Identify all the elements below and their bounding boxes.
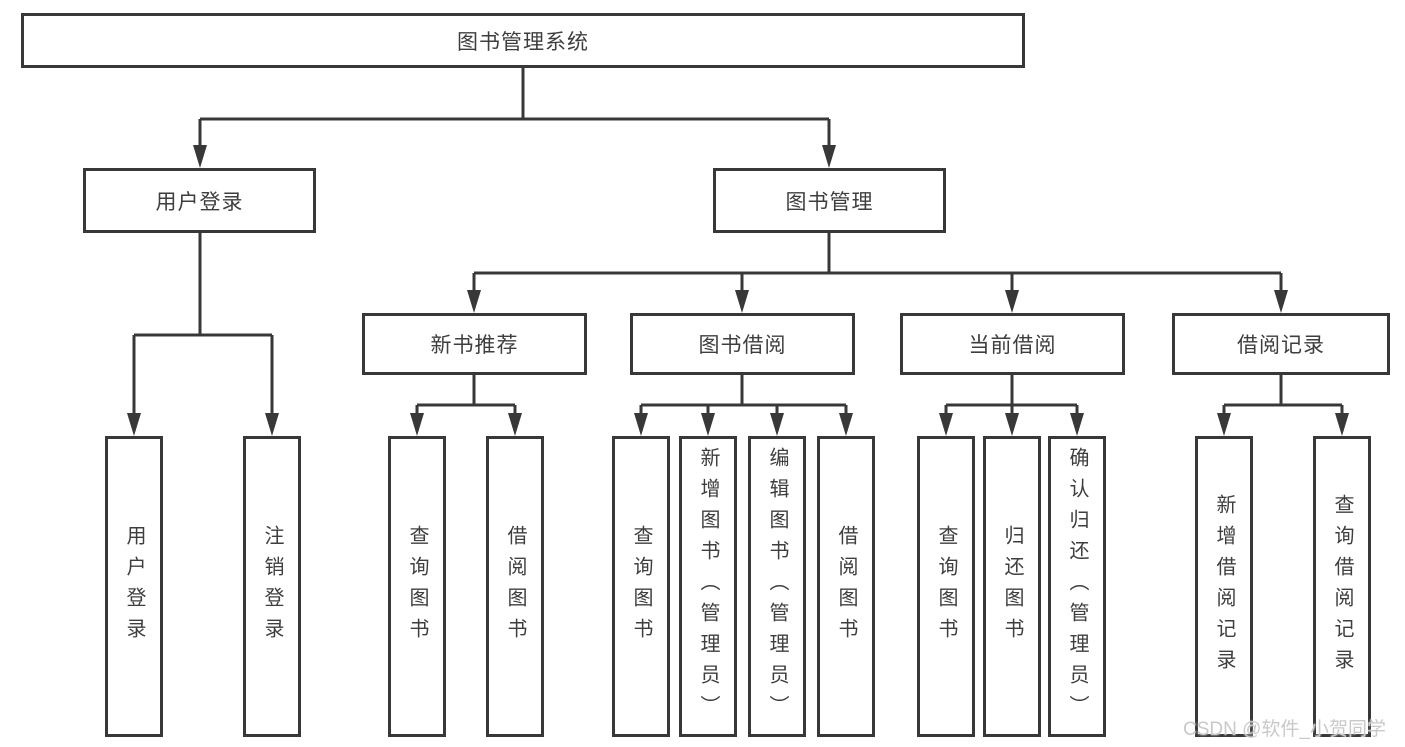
arrowhead-icons xyxy=(127,145,1349,436)
node-label: 新书推荐 xyxy=(430,334,519,357)
node-label: 图书管理 xyxy=(785,190,874,214)
node-leaf-logout: 注销登录 xyxy=(243,436,301,737)
node-current-borrow: 当前借阅 xyxy=(900,313,1125,375)
node-borrow-records: 借阅记录 xyxy=(1172,313,1390,375)
node-book-management-module: 图书管理 xyxy=(713,168,946,233)
node-label: 借阅图书 xyxy=(835,524,857,649)
node-label: 查询图书 xyxy=(630,524,652,649)
node-label: 编辑图书（管理员） xyxy=(766,447,788,726)
node-leaf-borrow-books-recommend: 借阅图书 xyxy=(486,436,544,737)
node-label: 图书借阅 xyxy=(698,334,787,357)
node-leaf-confirm-return-admin: 确认归还（管理员） xyxy=(1048,436,1106,737)
node-label: 图书管理系统 xyxy=(457,30,589,54)
node-label: 查询图书 xyxy=(406,524,428,649)
node-label: 新增借阅记录 xyxy=(1213,493,1235,680)
node-label: 借阅记录 xyxy=(1237,334,1325,357)
node-label: 用户登录 xyxy=(155,190,244,214)
node-label: 确认归还（管理员） xyxy=(1066,447,1088,726)
node-new-book-recommend: 新书推荐 xyxy=(362,313,587,375)
node-label: 注销登录 xyxy=(261,524,283,649)
csdn-watermark: CSDN @软件_小贺同学 xyxy=(1183,719,1386,740)
node-leaf-return-books: 归还图书 xyxy=(983,436,1041,737)
node-label: 用户登录 xyxy=(123,524,145,649)
node-label: 借阅图书 xyxy=(504,524,526,649)
node-leaf-user-login: 用户登录 xyxy=(105,436,163,737)
node-leaf-query-books-recommend: 查询图书 xyxy=(388,436,446,737)
node-label: 新增图书（管理员） xyxy=(697,447,719,726)
node-leaf-edit-books-admin: 编辑图书（管理员） xyxy=(748,436,806,737)
node-leaf-query-borrow-record: 查询借阅记录 xyxy=(1313,436,1371,737)
node-root-system: 图书管理系统 xyxy=(21,13,1025,68)
node-label: 查询借阅记录 xyxy=(1331,493,1353,680)
node-label: 查询图书 xyxy=(935,524,957,649)
node-leaf-add-books-admin: 新增图书（管理员） xyxy=(679,436,737,737)
node-user-login-module: 用户登录 xyxy=(83,168,316,233)
node-leaf-add-borrow-record: 新增借阅记录 xyxy=(1195,436,1253,737)
node-label: 归还图书 xyxy=(1001,524,1023,649)
node-book-borrow: 图书借阅 xyxy=(630,313,855,375)
node-leaf-query-books-current: 查询图书 xyxy=(917,436,975,737)
node-leaf-borrow-books: 借阅图书 xyxy=(817,436,875,737)
node-leaf-query-books-borrow: 查询图书 xyxy=(612,436,670,737)
node-label: 当前借阅 xyxy=(968,334,1057,357)
